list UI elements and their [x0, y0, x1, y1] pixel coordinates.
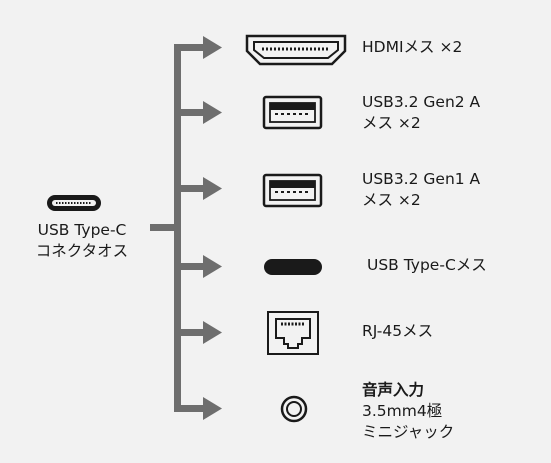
branch-arrow-usb-c	[174, 255, 222, 278]
port-label-line: RJ-45メス	[362, 322, 434, 340]
audio-jack-icon	[280, 395, 308, 423]
branch-arrow-audio	[174, 397, 222, 420]
branch-arrow-hdmi	[174, 36, 222, 59]
usb-c-connector-icon	[47, 195, 101, 211]
branch-arrow-usb-gen2	[174, 101, 222, 124]
source-connector-label: USB Type-C コネクタオス	[18, 220, 146, 262]
port-label-line: USB Type-Cメス	[367, 256, 487, 274]
port-label-line: 音声入力	[362, 381, 425, 399]
port-label-rj45: RJ-45メス	[362, 321, 433, 342]
hdmi-port-icon	[245, 34, 347, 66]
arrow-tree	[150, 36, 222, 420]
source-line-1: USB Type-C	[37, 221, 127, 239]
port-label-line: 3.5mm4極	[362, 402, 443, 420]
port-label-line: USB3.2 Gen2 A	[362, 93, 481, 111]
trunk-stem	[150, 224, 180, 231]
port-label-usb-c: USB Type-Cメス	[367, 255, 487, 276]
port-label-line: HDMIメス ×2	[362, 38, 463, 56]
branch-arrow-rj45	[174, 321, 222, 344]
port-label-usb-gen2: USB3.2 Gen2 A メス ×2	[362, 92, 480, 134]
usb-c-port-icon	[264, 259, 322, 275]
rj45-port-icon	[267, 311, 319, 355]
source-line-2: コネクタオス	[35, 242, 129, 260]
port-label-usb-gen1: USB3.2 Gen1 A メス ×2	[362, 169, 480, 211]
port-label-hdmi: HDMIメス ×2	[362, 37, 462, 58]
branch-arrow-usb-gen1	[174, 177, 222, 200]
port-label-line: USB3.2 Gen1 A	[362, 170, 481, 188]
port-label-line: ミニジャック	[362, 423, 455, 441]
usb-a-port-icon	[262, 95, 323, 130]
usb-a-port-icon	[262, 173, 323, 208]
port-label-audio: 音声入力 3.5mm4極 ミニジャック	[362, 380, 454, 443]
port-label-line: メス ×2	[362, 191, 421, 209]
port-label-line: メス ×2	[362, 114, 421, 132]
trunk-vertical	[174, 44, 181, 412]
